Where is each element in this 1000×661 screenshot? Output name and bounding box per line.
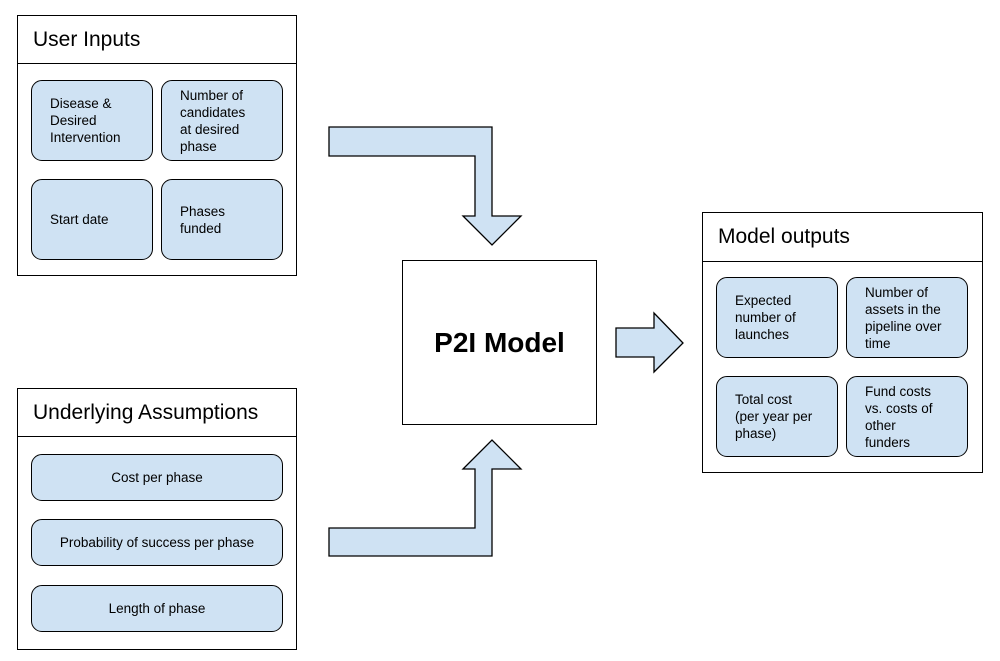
card-start-date: Start date: [31, 179, 153, 260]
card-expected-launches: Expected number of launches: [716, 277, 838, 358]
card-disease-intervention-label: Disease & Desired Intervention: [50, 96, 121, 145]
card-total-cost-label: Total cost (per year per phase): [735, 392, 813, 441]
card-expected-launches-label: Expected number of launches: [735, 293, 796, 342]
arrow-assumptions-to-model-shape: [328, 439, 523, 557]
card-number-of-candidates-label: Number of candidates at desired phase: [180, 87, 246, 154]
card-total-cost: Total cost (per year per phase): [716, 376, 838, 457]
p2i-model-box: P2I Model: [402, 260, 597, 425]
card-number-of-candidates: Number of candidates at desired phase: [161, 80, 283, 161]
card-assets-in-pipeline: Number of assets in the pipeline over ti…: [846, 277, 968, 358]
model-outputs-title: Model outputs: [703, 213, 982, 262]
user-inputs-title: User Inputs: [18, 16, 296, 64]
arrow-user-inputs-to-model-shape: [328, 126, 523, 246]
arrow-model-to-outputs-shape: [615, 311, 684, 374]
card-length-of-phase-label: Length of phase: [108, 601, 206, 616]
card-cost-per-phase-label: Cost per phase: [111, 470, 203, 485]
underlying-assumptions-title: Underlying Assumptions: [18, 389, 296, 437]
card-phases-funded-label: Phases funded: [180, 203, 226, 236]
card-length-of-phase: Length of phase: [31, 585, 283, 632]
card-cost-per-phase: Cost per phase: [31, 454, 283, 501]
p2i-model-label: P2I Model: [434, 326, 565, 358]
card-phases-funded: Phases funded: [161, 179, 283, 260]
card-probability-of-success-label: Probability of success per phase: [59, 535, 255, 550]
card-fund-costs-label: Fund costs vs. costs of other funders: [865, 383, 933, 450]
card-disease-intervention: Disease & Desired Intervention: [31, 80, 153, 161]
card-assets-in-pipeline-label: Number of assets in the pipeline over ti…: [865, 284, 942, 351]
card-start-date-label: Start date: [50, 212, 109, 227]
card-fund-costs: Fund costs vs. costs of other funders: [846, 376, 968, 457]
card-probability-of-success: Probability of success per phase: [31, 519, 283, 566]
